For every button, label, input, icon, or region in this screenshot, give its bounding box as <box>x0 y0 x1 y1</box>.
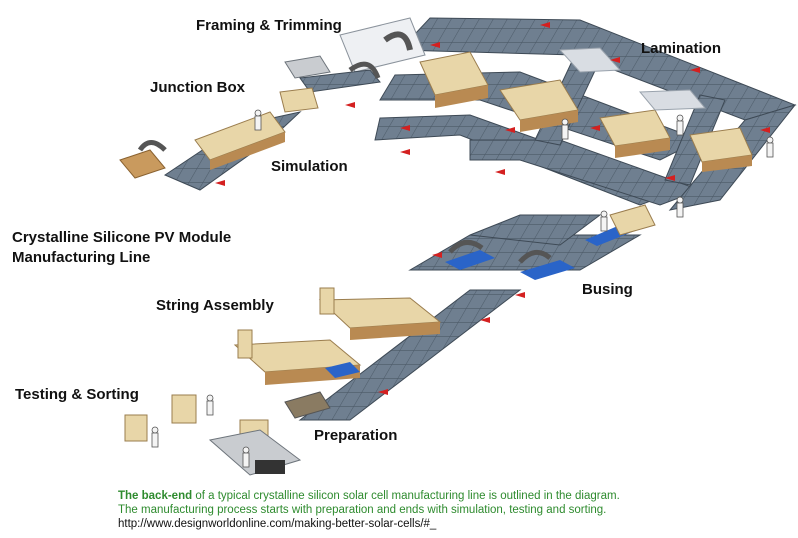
busing-robot-arm <box>518 249 552 264</box>
diagram-caption: The back-end of a typical crystalline si… <box>118 489 620 531</box>
caption-line2: The manufacturing process starts with pr… <box>118 504 607 516</box>
caption-line1-rest: of a typical crystalline silicon solar c… <box>192 490 620 502</box>
glass-panel <box>558 47 622 73</box>
flow-arrow <box>590 125 600 131</box>
blue-station <box>445 250 495 270</box>
blue-station <box>325 362 360 378</box>
laminator-3 <box>599 109 671 158</box>
source-url[interactable]: http://www.designworldonline.com/making-… <box>118 518 437 530</box>
testing-sorting-area <box>124 391 331 476</box>
worker-figure <box>561 118 569 140</box>
diagram-title-line1: Crystalline Silicone PV Module <box>12 229 232 246</box>
sorter-bin <box>255 460 285 474</box>
string-assembly-area <box>233 287 442 385</box>
flow-arrow <box>610 57 620 63</box>
stage-label-junction-box: Junction Box <box>150 79 246 96</box>
stage-label-testing-sorting: Testing & Sorting <box>15 386 139 403</box>
caption-bold: The back-end <box>118 490 193 502</box>
junction-robot-arm <box>348 61 381 79</box>
diagram-title-line2: Manufacturing Line <box>12 249 151 266</box>
flow-arrow <box>400 125 410 131</box>
flow-arrow <box>760 127 770 133</box>
stage-label-lamination: Lamination <box>641 40 722 57</box>
busing-machine <box>609 204 656 236</box>
worker-figure <box>242 446 250 468</box>
stringer-tower <box>237 329 253 359</box>
caption-line1: The back-end of a typical crystalline si… <box>118 489 620 503</box>
framing-machine <box>339 17 426 73</box>
flow-arrows <box>215 22 770 395</box>
glass-panel <box>638 89 707 111</box>
blue-station <box>520 260 575 280</box>
flow-arrow <box>378 389 388 395</box>
laminator-machines <box>419 47 753 172</box>
worker-figure <box>600 210 608 232</box>
flow-arrow <box>430 42 440 48</box>
stage-label-preparation: Preparation <box>314 427 398 444</box>
preparation-machine <box>284 391 331 419</box>
sorting-robot-arm <box>137 140 167 152</box>
flow-arrow <box>432 252 442 258</box>
flow-arrow <box>515 292 525 298</box>
laminator-4 <box>689 127 753 172</box>
busing-area <box>298 204 656 421</box>
sorting-station <box>119 149 166 179</box>
stage-label-string-assembly: String Assembly <box>156 297 274 314</box>
worker-figure <box>676 196 684 218</box>
diagram-title: Crystalline Silicone PV Module Manufactu… <box>12 228 231 268</box>
trimming-table <box>284 55 331 79</box>
flow-arrow <box>215 180 225 186</box>
conveyor-framing <box>299 69 381 93</box>
simulation-machine-base <box>210 132 285 170</box>
flow-arrow <box>690 67 700 73</box>
stringer-machine-2-base <box>350 322 440 340</box>
flow-arrow <box>400 149 410 155</box>
framing-robot-arm <box>383 31 413 51</box>
stage-label-framing: Framing & Trimming <box>196 17 342 34</box>
tester-cabinet <box>124 414 148 442</box>
worker-figure <box>254 109 262 131</box>
busing-robot-arm <box>448 239 484 254</box>
worker-figure <box>151 426 159 448</box>
stage-label-busing: Busing <box>582 281 633 298</box>
tester-cabinet <box>171 394 197 424</box>
laminator-2 <box>499 79 579 132</box>
worker-figure <box>766 136 774 158</box>
flow-arrow <box>505 127 515 133</box>
workers <box>151 109 774 468</box>
flow-arrow <box>495 169 505 175</box>
flow-arrow <box>540 22 550 28</box>
flow-arrow <box>345 102 355 108</box>
junction-box-station <box>279 87 319 113</box>
stringer-tower <box>319 287 335 315</box>
simulation-line <box>119 111 302 191</box>
laminator-1 <box>419 51 489 108</box>
stage-label-simulation: Simulation <box>271 158 348 175</box>
flow-arrow <box>665 175 675 181</box>
flow-arrow <box>480 317 490 323</box>
conveyor-busing-2 <box>469 214 602 246</box>
worker-figure <box>206 394 214 416</box>
framing-area <box>279 17 426 113</box>
worker-figure <box>676 114 684 136</box>
